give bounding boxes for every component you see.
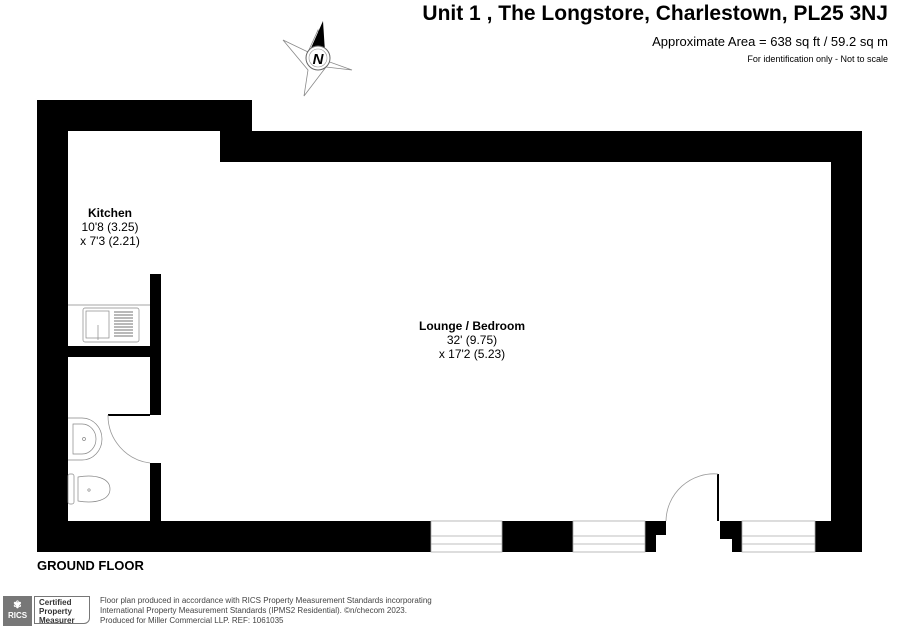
room-name: Lounge / Bedroom (419, 319, 525, 333)
footer-notes: Floor plan produced in accordance with R… (100, 596, 432, 626)
room-name: Kitchen (87, 206, 132, 220)
toilet-icon (67, 473, 111, 505)
rics-badge-text: Certified Property Measurer (34, 596, 90, 625)
room-dimension: x 17'2 (5.23) (438, 347, 506, 361)
footer-line: Produced for Miller Commercial LLP. REF:… (100, 616, 284, 625)
scale-note: For identification only - Not to scale (747, 54, 888, 64)
rics-crest-icon: ✾ (13, 600, 22, 611)
compass-north-label: N (313, 51, 325, 68)
badge-line: Measurer (39, 616, 75, 625)
rics-certified-badge: ✾ RICS Certified Property Measurer (3, 596, 93, 626)
approximate-area: Approximate Area = 638 sq ft / 59.2 sq m (652, 34, 888, 49)
footer-line: Floor plan produced in accordance with R… (100, 596, 432, 605)
room-dimension: 10'8 (3.25) (81, 220, 139, 234)
rics-logo: ✾ RICS (3, 596, 32, 626)
floor-label: GROUND FLOOR (37, 558, 144, 573)
property-title: Unit 1 , The Longstore, Charlestown, PL2… (422, 2, 888, 25)
room-kitchen: Kitchen 10'8 (3.25) x 7'3 (2.21) (55, 206, 165, 248)
badge-line: Property (39, 607, 72, 616)
compass-icon: N (282, 21, 353, 97)
doors (107, 414, 719, 522)
room-dimension: x 7'3 (2.21) (80, 234, 140, 248)
rics-logo-text: RICS (7, 611, 28, 620)
windows (430, 520, 816, 553)
room-lounge-bedroom: Lounge / Bedroom 32' (9.75) x 17'2 (5.23… (402, 319, 542, 361)
footer-line: International Property Measurement Stand… (100, 606, 407, 615)
walls (37, 100, 862, 552)
wash-basin-icon (68, 417, 103, 461)
badge-line: Certified (39, 598, 72, 607)
room-dimension: 32' (9.75) (446, 333, 498, 347)
kitchen-sink-icon (68, 304, 150, 343)
